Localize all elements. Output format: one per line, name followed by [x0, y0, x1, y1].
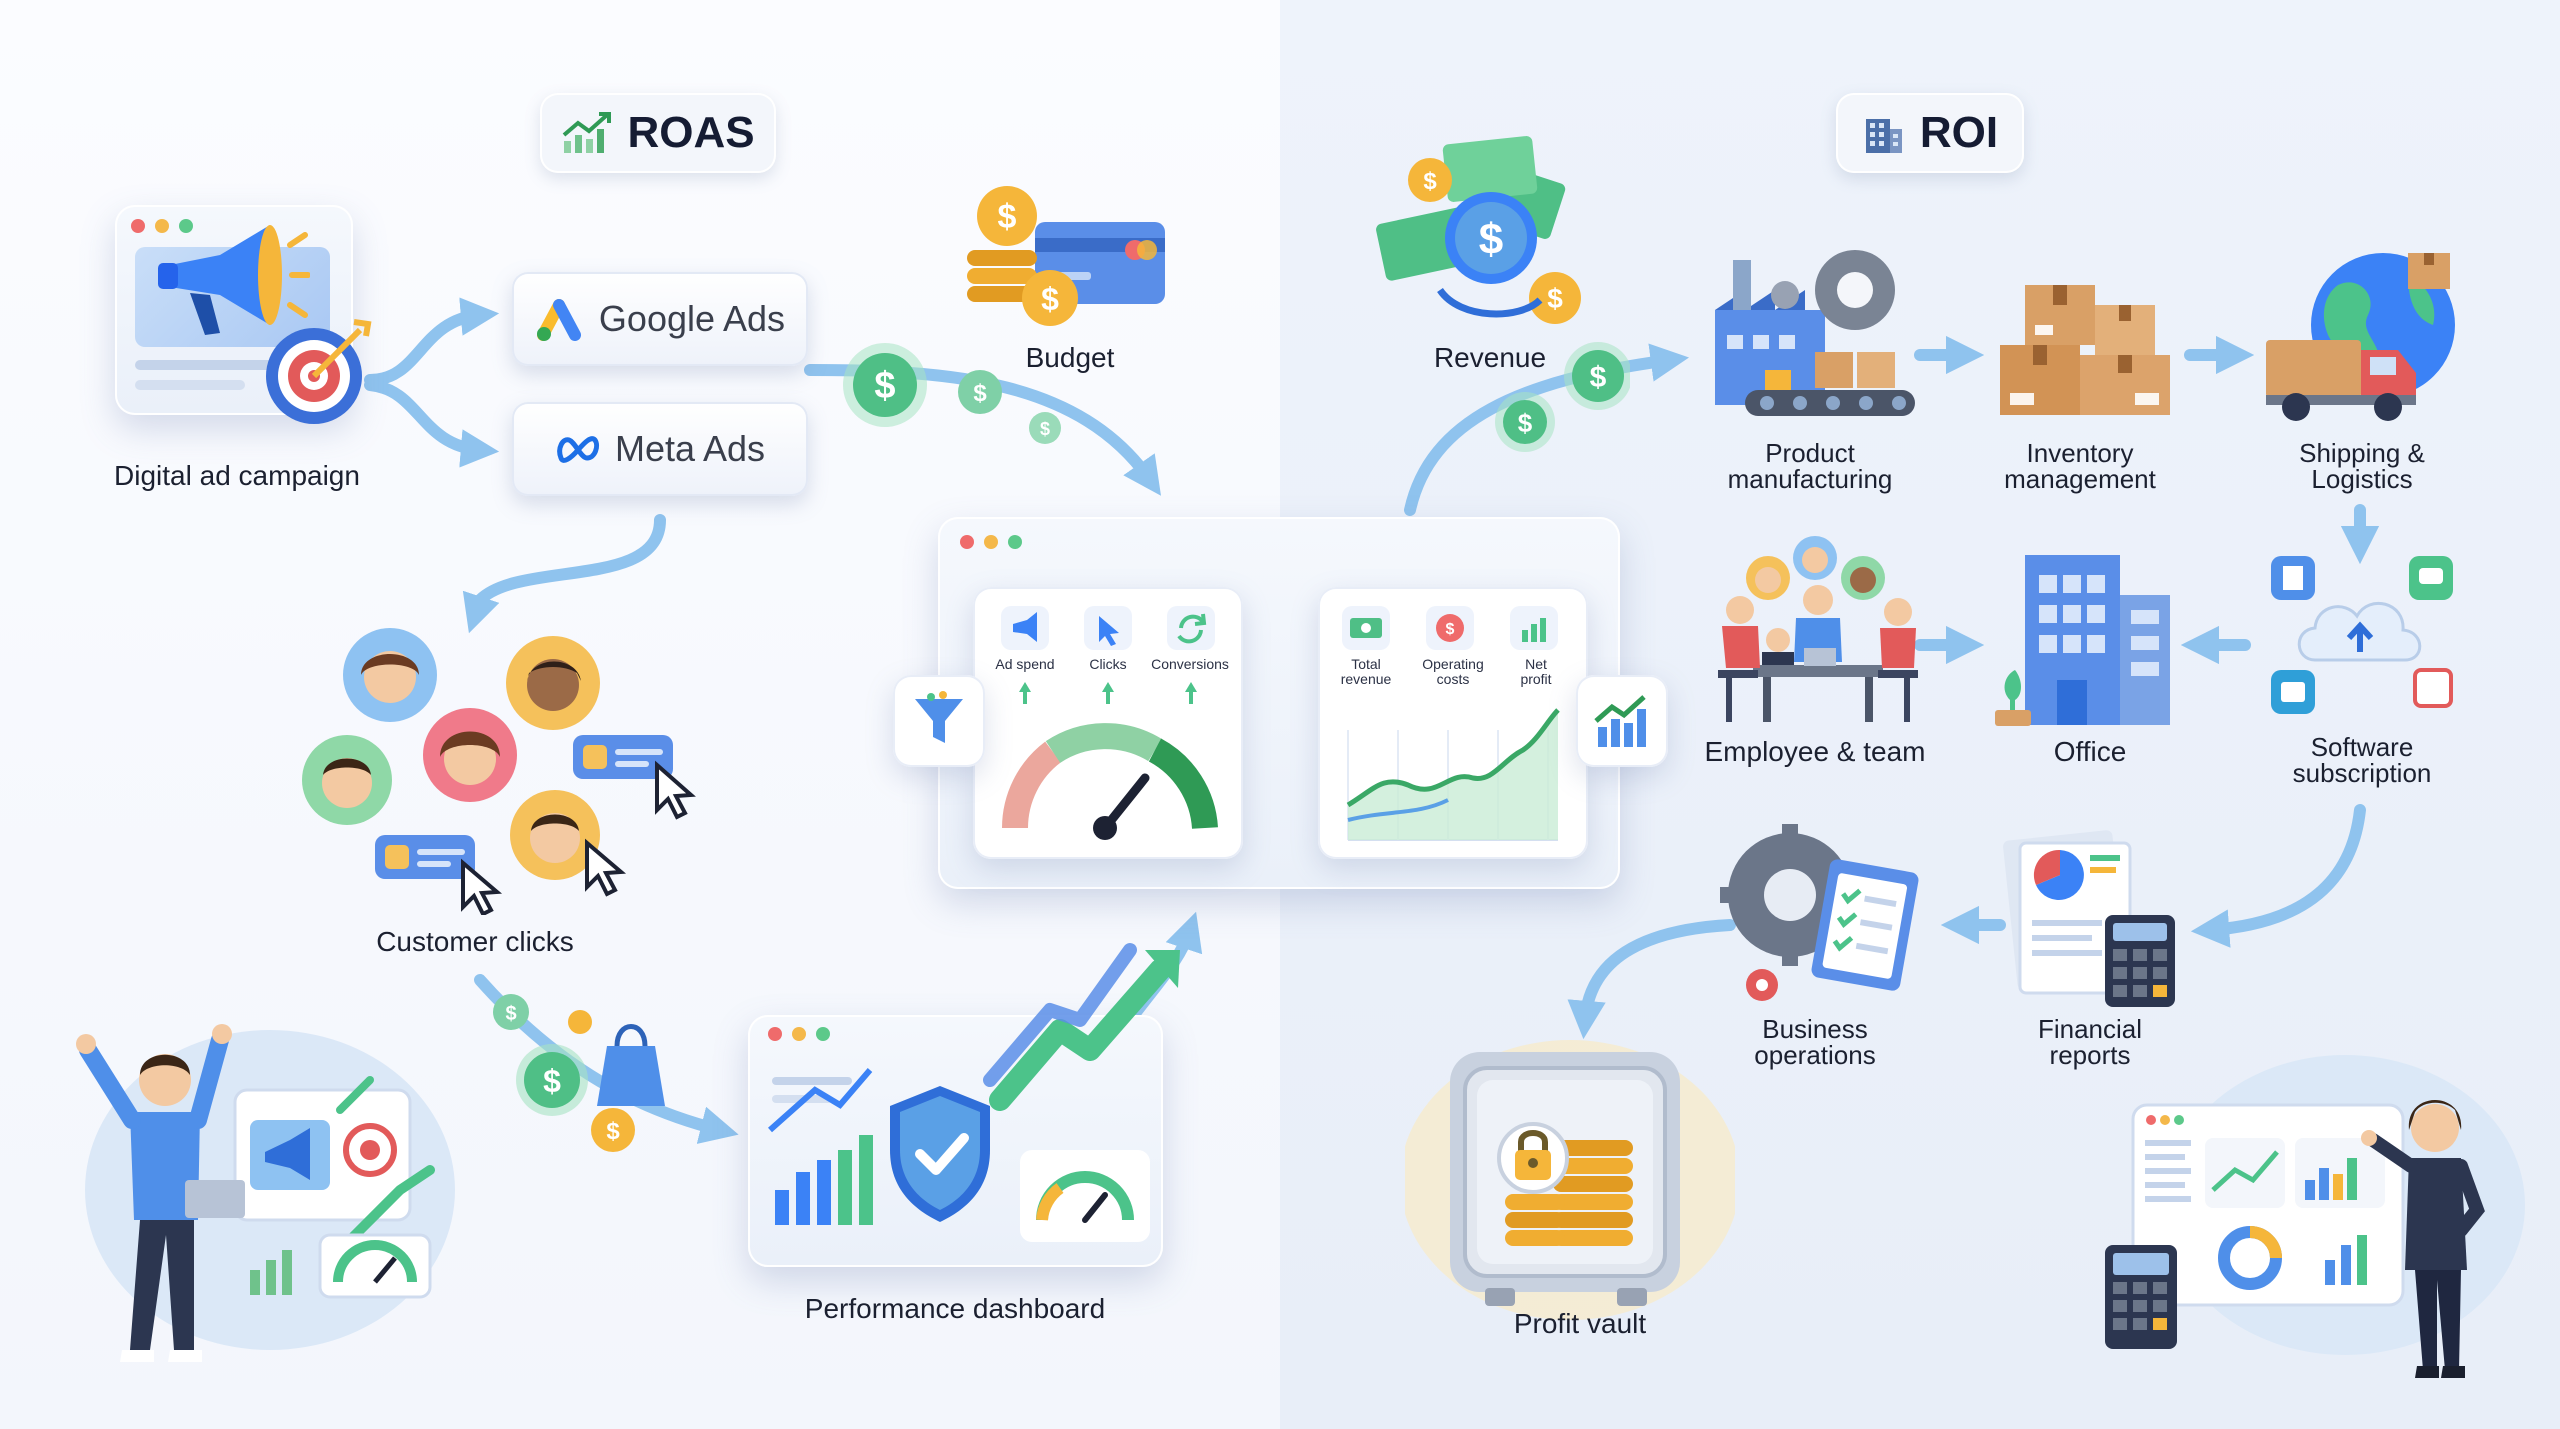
svg-text:$: $ — [505, 1003, 516, 1025]
google-ads-label: Google Ads — [598, 298, 786, 339]
campaign-label: Digital ad campaign — [114, 460, 360, 491]
svg-text:$: $ — [1590, 361, 1607, 394]
team-meeting-icon — [1718, 536, 1918, 722]
google-ads-logo-icon — [536, 299, 581, 341]
ad-spend-icon — [1001, 606, 1049, 650]
office-label: Office — [2053, 736, 2127, 767]
revenue-money-icon: $ $ $ — [1376, 136, 1581, 324]
employee-team-label: Employee & team — [1704, 736, 1926, 767]
svg-text:$: $ — [1423, 168, 1437, 195]
growth-chart-icon — [1594, 695, 1646, 747]
svg-text:$: $ — [1547, 283, 1563, 314]
profit-vault-label: Profit vault — [1513, 1308, 1647, 1339]
performance-dashboard-label: Performance dashboard — [804, 1293, 1106, 1324]
arrow-campaign-google — [364, 297, 500, 386]
arrow-software-reports — [2190, 804, 2366, 948]
svg-text:$: $ — [1041, 281, 1059, 317]
metric-clicks: Clicks — [1089, 656, 1127, 672]
budget-icon: $ $ — [967, 186, 1165, 326]
trending-up-icon — [563, 112, 612, 153]
growth-line-chart — [1346, 708, 1560, 841]
roas-title: ROAS — [627, 108, 755, 157]
roas-heading: ROAS — [540, 93, 776, 173]
analyst-woman-illustration — [2105, 1055, 2525, 1378]
megaphone-icon — [158, 225, 310, 335]
svg-text:$: $ — [998, 198, 1017, 236]
svg-text:$: $ — [973, 380, 987, 407]
inventory-boxes-icon — [2000, 285, 2170, 415]
meta-logo-icon — [557, 436, 600, 463]
financial-reports-icon — [2003, 830, 2175, 1007]
growth-badge — [1576, 675, 1668, 767]
cash-icon — [1342, 606, 1390, 650]
budget-label: Budget — [1025, 342, 1115, 373]
roi-heading: ROI — [1836, 93, 2024, 173]
arrow-meta-clicks — [462, 514, 666, 634]
customer-clicks-label: Customer clicks — [376, 926, 574, 957]
meta-ads-label: Meta Ads — [614, 428, 766, 469]
profit-vault-icon — [1405, 1040, 1735, 1320]
bar-chart-icon — [1510, 606, 1558, 650]
roi-metrics-graphics: $ — [1342, 606, 1560, 841]
svg-text:$: $ — [606, 1118, 620, 1145]
svg-text:$: $ — [1040, 419, 1050, 439]
cloud-software-icon — [2271, 556, 2453, 714]
meta-ads-pill: Meta Ads — [512, 402, 808, 496]
building-icon — [1865, 119, 1902, 153]
celebrating-marketer-illustration — [76, 1024, 455, 1362]
money-coins-flow: $ $ $ — [843, 343, 1061, 444]
svg-text:$: $ — [543, 1063, 561, 1099]
avatar-group — [302, 628, 600, 880]
target-icon — [266, 319, 372, 424]
google-ads-pill: Google Ads — [512, 272, 808, 366]
roi-title: ROI — [1919, 108, 1999, 157]
metric-conversions: Conversions — [1151, 656, 1229, 672]
svg-text:$: $ — [1479, 215, 1503, 264]
funnel-icon — [915, 691, 963, 743]
cursor-click-icon — [1084, 606, 1132, 650]
performance-graphics — [768, 943, 1180, 1242]
customer-avatars — [302, 628, 696, 915]
factory-icon — [1715, 250, 1915, 416]
svg-text:$: $ — [1518, 408, 1533, 438]
arrow-operations-vault — [1567, 919, 1736, 1040]
refresh-icon — [1167, 606, 1215, 650]
svg-text:$: $ — [1446, 621, 1455, 638]
revenue-coins-flow: $ $ — [1495, 342, 1630, 452]
business-operations-icon — [1720, 824, 1919, 1001]
office-building-icon — [1995, 555, 2170, 726]
svg-text:$: $ — [874, 365, 895, 407]
arrow-campaign-meta — [364, 379, 500, 468]
speedometer-gauge — [1002, 723, 1218, 840]
costs-icon: $ — [1426, 606, 1474, 650]
shopping-coins: $ $ $ — [493, 994, 665, 1152]
shipping-globe-truck-icon — [2266, 253, 2455, 421]
revenue-label: Revenue — [1433, 342, 1547, 373]
funnel-badge — [893, 675, 985, 767]
roas-metrics-graphics — [1001, 606, 1218, 840]
shipping-logistics-label: Shipping &Logistics — [2299, 438, 2425, 494]
metric-ad-spend: Ad spend — [995, 656, 1055, 672]
